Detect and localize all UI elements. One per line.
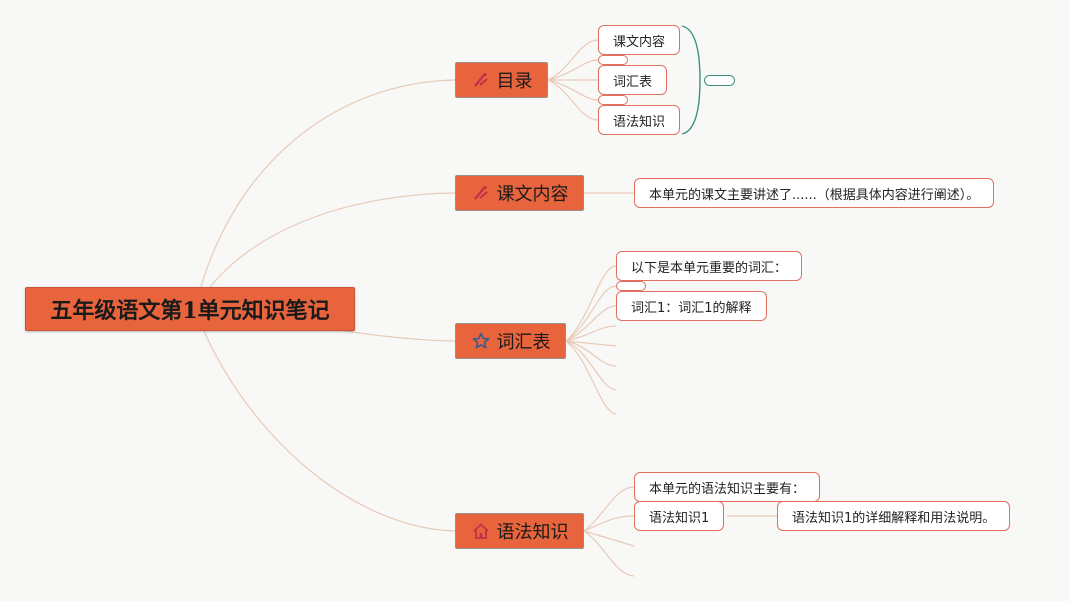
connector-grammar-2 <box>583 515 635 532</box>
leaf-toc-2[interactable]: 词汇表 <box>598 65 668 95</box>
connector-vocab-2 <box>565 285 617 342</box>
branch-content-label: 课文内容 <box>496 184 569 205</box>
branch-grammar[interactable]: 语法知识 <box>455 513 584 549</box>
connector-root-grammar <box>194 308 456 532</box>
house-icon <box>471 521 491 541</box>
pencil-icon <box>471 70 491 90</box>
empty-topic-stub[interactable] <box>598 55 628 65</box>
connector-vocab-5 <box>565 340 617 347</box>
leaf-vocab-1[interactable]: 以下是本单元重要的词汇： <box>616 251 803 281</box>
summary-bracket <box>681 25 701 135</box>
branch-vocab[interactable]: 词汇表 <box>455 323 566 359</box>
connector-toc-5 <box>547 79 599 121</box>
connector-vocab-1 <box>565 265 617 342</box>
leaf-grammar-1[interactable]: 本单元的语法知识主要有： <box>634 472 821 502</box>
connector-vocab-7 <box>565 340 617 391</box>
leaf-grammar-detail[interactable]: 语法知识1的详细解释和用法说明。 <box>777 501 1011 531</box>
branch-toc-label: 目录 <box>496 71 533 92</box>
leaf-toc-3[interactable]: 语法知识 <box>598 105 681 135</box>
connector-toc-4 <box>547 79 599 101</box>
connector-toc-1 <box>547 39 599 81</box>
summary-topic-pill[interactable] <box>704 75 735 86</box>
connector-toc-2 <box>547 59 599 81</box>
leaf-toc-1[interactable]: 课文内容 <box>598 25 681 55</box>
branch-vocab-label: 词汇表 <box>496 332 551 353</box>
connector-grammar-1 <box>583 486 635 532</box>
connector-vocab-4 <box>565 325 617 342</box>
leaf-grammar-2[interactable]: 语法知识1 <box>634 501 725 531</box>
connector-vocab-6 <box>565 340 617 367</box>
branch-content[interactable]: 课文内容 <box>455 175 584 211</box>
star-icon <box>471 331 491 351</box>
empty-topic-stub[interactable] <box>598 95 628 105</box>
connector-root-toc <box>194 79 456 310</box>
leaf-content-1[interactable]: 本单元的课文主要讲述了......（根据具体内容进行阐述）。 <box>634 178 995 208</box>
branch-grammar-label: 语法知识 <box>496 522 569 543</box>
connector-vocab-3 <box>565 305 617 342</box>
root-topic[interactable]: 五年级语文第1单元知识笔记 <box>25 287 355 331</box>
empty-topic-stub[interactable] <box>616 281 646 291</box>
connector-grammar-4 <box>583 530 635 577</box>
pencil-icon <box>471 183 491 203</box>
connector-grammar-3 <box>583 530 635 547</box>
leaf-vocab-2[interactable]: 词汇1：词汇1的解释 <box>616 291 767 321</box>
connector-vocab-8 <box>565 340 617 415</box>
connector-root-content <box>194 192 456 310</box>
branch-toc[interactable]: 目录 <box>455 62 548 98</box>
